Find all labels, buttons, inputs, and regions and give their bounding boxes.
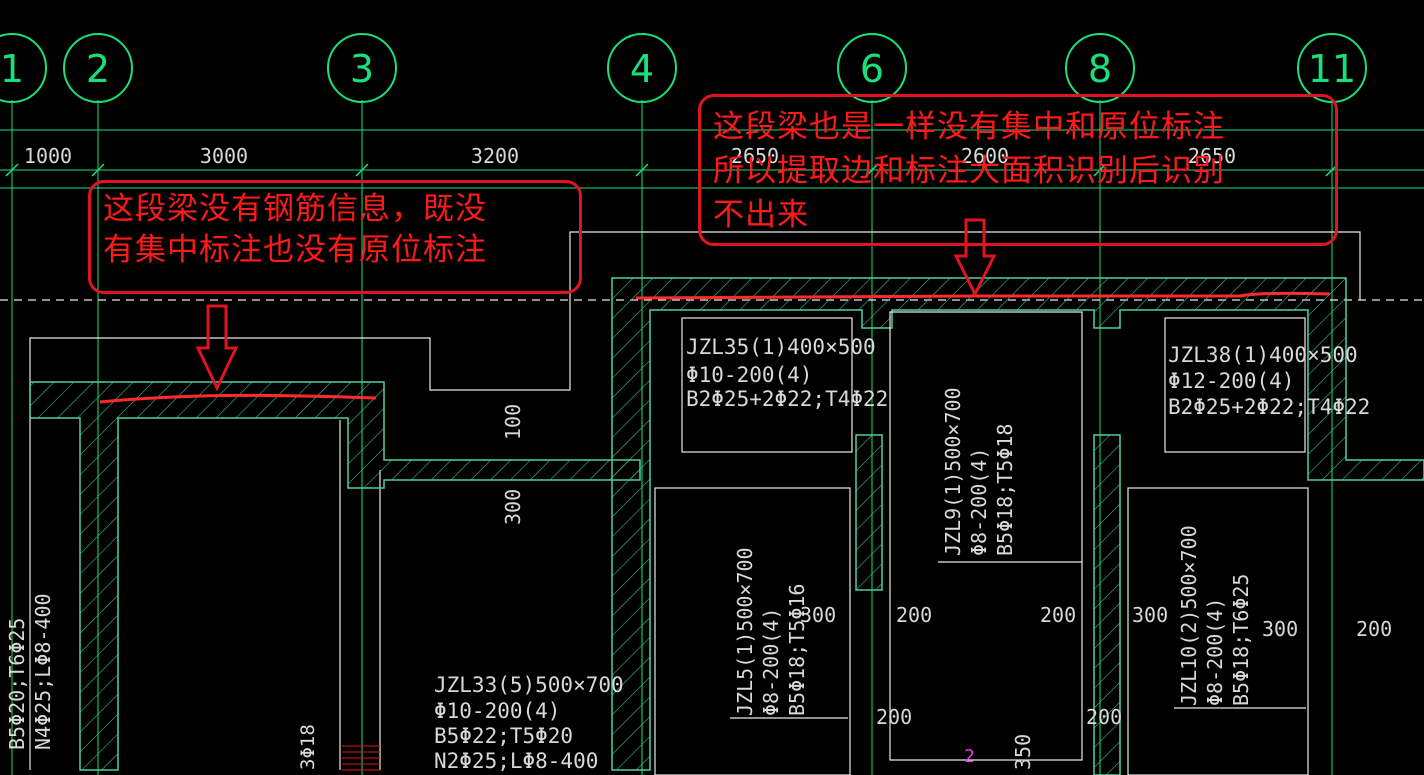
axis-label-6: 6 [860,47,884,91]
callout-line: 有集中标注也没有原位标注 [103,232,487,268]
beam-label-line: B5Φ18;T5Φ18 [993,424,1017,556]
beam-label-line: 3Φ18 [297,724,319,770]
dim-text: 200 [1086,705,1122,729]
dimension-ticks [5,163,1339,177]
callout-line: 所以提取边和标注大面积识别后识别 [713,153,1225,189]
beam-label-line: JZL38(1)400×500 [1168,343,1358,367]
beam-label-jzl5[interactable]: JZL5(1)500×700 Φ8-200(4) B5Φ18;T5Φ16 [733,547,809,716]
dim-text: 3000 [200,144,248,168]
misc-dimensions: 100 300 300 200 200 300 300 200 200 200 … [501,404,1392,770]
beam-label-line: Φ8-200(4) [967,448,991,556]
beam-label-line: B5Φ18;T5Φ16 [785,584,809,716]
axis-label-1: 1 [0,47,24,91]
beam-label-line: JZL33(5)500×700 [434,673,624,697]
beam-label-line: N2Φ25;LΦ8-400 [434,749,598,773]
annotation-callout-left: 这段梁没有钢筋信息，既没 有集中标注也没有原位标注 [88,180,582,294]
axis-label-11: 11 [1308,47,1356,91]
beam-label-line: JZL10(2)500×700 [1177,525,1201,706]
beam-label-line: JZL9(1)500×700 [941,387,965,556]
dim-text: 350 [1011,734,1035,770]
beam-label-jzl33[interactable]: JZL33(5)500×700 Φ10-200(4) B5Φ22;T5Φ20 N… [434,673,624,773]
annotation-callout-right: 这段梁也是一样没有集中和原位标注 所以提取边和标注大面积识别后识别 不出来 [698,94,1338,246]
dim-text: 200 [1040,603,1076,627]
dim-text: 300 [1262,617,1298,641]
beam-label-line: N4Φ25;LΦ8-400 [31,593,55,750]
dim-text: 2600 [961,144,1009,168]
arrow-icon-right [953,218,997,298]
beam-label-line: B2Φ25+2Φ22;T4Φ22 [686,387,888,411]
axis-label-3: 3 [350,47,374,91]
beam-label-left[interactable]: B5Φ20;T6Φ25 N4Φ25;LΦ8-400 [5,593,55,750]
dim-text: 200 [896,603,932,627]
beam-label-line: Φ10-200(4) [686,363,812,387]
beam-label-line: Φ8-200(4) [759,608,783,716]
top-dimensions: 1000 3000 3200 2650 2600 2650 [24,144,1236,168]
beam-red-lines [99,291,1331,404]
callout-line: 这段梁没有钢筋信息，既没 [103,191,487,227]
arrow-icon-left [195,304,239,392]
beam-label-jzl35[interactable]: JZL35(1)400×500 Φ10-200(4) B2Φ25+2Φ22;T4… [686,335,888,411]
beam-label-line: Φ10-200(4) [434,699,560,723]
outline-lines [0,231,1424,770]
dim-text: 300 [501,489,525,525]
axis-labels: 1 2 3 4 6 8 11 [0,47,1356,91]
beam-label-jzl38[interactable]: JZL38(1)400×500 Φ12-200(4) B2Φ25+2Φ22;T4… [1168,343,1370,419]
dim-text: 200 [1356,617,1392,641]
dim-text: 2 [964,746,975,767]
beam-label-line: Φ12-200(4) [1168,369,1294,393]
dim-text: 2650 [731,144,779,168]
dim-text: 2650 [1188,144,1236,168]
axis-label-4: 4 [630,47,654,91]
room-outlines [654,311,1309,775]
dim-text: 1000 [24,144,72,168]
beam-label-line: B5Φ18;T6Φ25 [1229,574,1253,706]
dim-text: 3200 [471,144,519,168]
dim-text: 100 [501,404,525,440]
axis-bubbles [0,33,1367,103]
beam-label-line: JZL5(1)500×700 [733,547,757,716]
axis-label-2: 2 [86,47,110,91]
beam-label-small[interactable]: 3Φ18 [297,724,380,771]
beam-label-line: B5Φ20;T6Φ25 [5,618,29,750]
dim-text: 300 [1132,603,1168,627]
beam-label-line: Φ8-200(4) [1203,598,1227,706]
beam-label-jzl10[interactable]: JZL10(2)500×700 Φ8-200(4) B5Φ18;T6Φ25 [1177,525,1253,706]
beam-label-line: JZL35(1)400×500 [686,335,876,359]
dim-text: 200 [876,705,912,729]
beam-label-line: B5Φ22;T5Φ20 [434,724,573,748]
hatched-walls [29,277,1424,775]
beam-label-line: B2Φ25+2Φ22;T4Φ22 [1168,395,1370,419]
callout-line: 这段梁也是一样没有集中和原位标注 [713,109,1225,145]
callout-line: 不出来 [713,197,809,233]
beam-label-jzl9[interactable]: JZL9(1)500×700 Φ8-200(4) B5Φ18;T5Φ18 [941,387,1017,556]
dim-text: 300 [800,603,836,627]
axis-label-8: 8 [1088,47,1112,91]
